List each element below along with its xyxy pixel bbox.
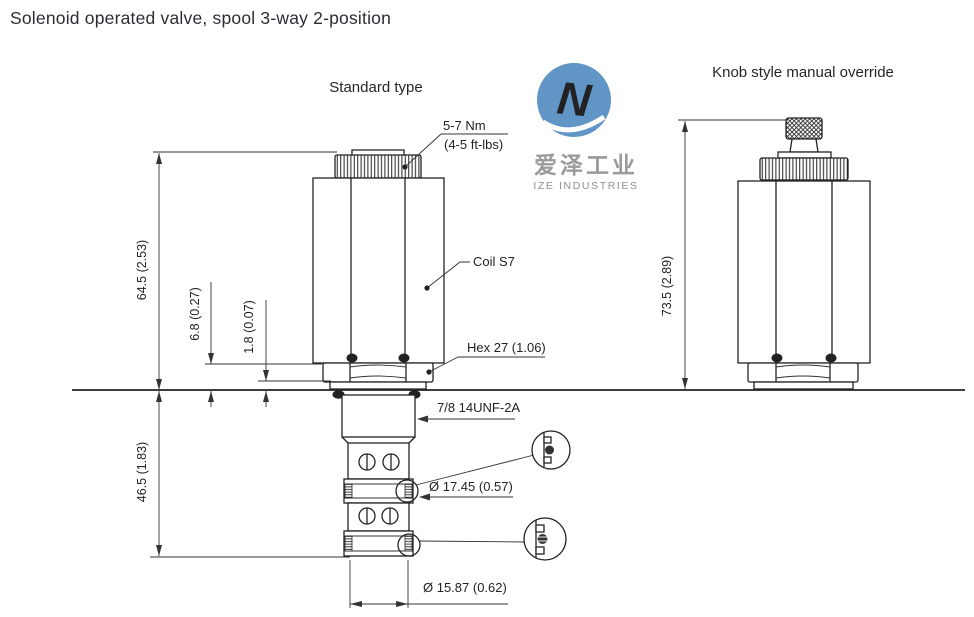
- dim68-arrow-up: [208, 391, 214, 402]
- seal-diameter-label: Ø 17.45 (0.57): [429, 479, 513, 494]
- groove2-right-hatch: [404, 535, 413, 552]
- seal-band-1: [343, 478, 414, 504]
- coil-leader: [426, 261, 470, 289]
- dim46-arrow-up: [156, 391, 162, 402]
- coil-leader-dot: [424, 285, 430, 291]
- dimension-spacer-height: 1.8 (0.07): [242, 300, 331, 407]
- coil-label: Coil S7: [473, 254, 515, 269]
- nose-arrow-left: [350, 601, 362, 607]
- detail1-notch-top: [543, 436, 552, 444]
- chamfer-right: [408, 436, 416, 444]
- logo-english-text: IZE INDUSTRIES: [533, 180, 638, 192]
- coil-body: [312, 177, 445, 364]
- ize-logo: N 爱泽工业 IZE INDUSTRIES: [533, 63, 638, 192]
- dim68-label: 6.8 (0.27): [188, 287, 202, 341]
- dim64-arrow-down: [156, 379, 162, 390]
- spacer-band: [329, 381, 427, 390]
- dim73-arrow-down: [682, 378, 688, 389]
- dimension-overall-height: 64.5 (2.53): [135, 151, 337, 390]
- callout-seal-diameter: Ø 17.45 (0.57): [419, 479, 513, 501]
- hex-label: Hex 27 (1.06): [467, 340, 546, 355]
- logo-chinese-text: 爱泽工业: [534, 152, 638, 178]
- detail1-notch-bottom: [543, 456, 552, 464]
- tube-nut: [334, 154, 422, 179]
- dim46-arrow-down: [156, 545, 162, 556]
- dim64-arrow-up: [156, 153, 162, 164]
- hex-leader-dot: [426, 369, 432, 375]
- override-knob: [785, 117, 823, 140]
- balloon-seal-1: [395, 479, 419, 503]
- dim73-label: 73.5 (2.89): [660, 256, 674, 316]
- knob-hex-nut: [747, 362, 859, 383]
- seal-detail-1: [415, 430, 571, 486]
- nose-arrow-right: [396, 601, 408, 607]
- groove2-left-hatch: [344, 535, 353, 552]
- groove1-right-hatch: [404, 483, 413, 499]
- logo-circle: [537, 63, 611, 137]
- knob-valve-view: [737, 117, 871, 390]
- torque-label-line1: 5-7 Nm: [443, 118, 486, 133]
- dimension-knob-height: 73.5 (2.89): [660, 119, 788, 389]
- torque-leader-dot: [402, 164, 408, 170]
- hex-arc-bottom: [349, 375, 407, 379]
- detail1-oring: [545, 445, 554, 455]
- knob-hex-arc-bottom: [775, 375, 831, 379]
- hex-nut: [322, 362, 434, 383]
- callout-coil: Coil S7: [424, 254, 515, 291]
- detail2-leader: [418, 540, 525, 543]
- callout-hex: Hex 27 (1.06): [426, 340, 546, 375]
- knob-stem: [789, 138, 819, 153]
- port-section-1: [347, 442, 410, 480]
- knob-spacer-band: [753, 381, 854, 390]
- knob-flange: [777, 151, 832, 159]
- dim18-arrow-up: [263, 391, 269, 402]
- dimension-hex-height: 6.8 (0.27): [188, 282, 322, 407]
- dim18-label: 1.8 (0.07): [242, 300, 256, 354]
- callout-torque: 5-7 Nm (4-5 ft-lbs): [402, 118, 508, 170]
- dim18-arrow-down: [263, 370, 269, 381]
- logo-glyph: N: [555, 71, 594, 126]
- knob-hex-arc-top: [775, 364, 831, 368]
- callout-thread: 7/8 14UNF-2A: [417, 400, 520, 423]
- thread-arrow: [417, 415, 428, 423]
- detail1-leader: [415, 454, 535, 486]
- seal-detail-2: [418, 517, 567, 561]
- dim64-label: 64.5 (2.53): [135, 240, 149, 300]
- tube-nut-cap: [351, 149, 405, 155]
- dim73-arrow-up: [682, 121, 688, 132]
- knob-coil-body: [737, 180, 871, 364]
- seal-diameter-arrow: [419, 493, 430, 501]
- page-title: Solenoid operated valve, spool 3-way 2-p…: [10, 8, 391, 28]
- callout-nose-diameter: Ø 15.87 (0.62): [349, 560, 508, 608]
- hex-leader: [428, 356, 459, 373]
- detail2-oring: [537, 534, 548, 544]
- dim68-arrow-down: [208, 353, 214, 364]
- thread-section: [341, 394, 416, 438]
- knob-oring-bottom-left: [771, 353, 783, 363]
- knob-view-label: Knob style manual override: [712, 64, 894, 81]
- standard-view-label: Standard type: [329, 79, 422, 96]
- logo-swoosh-gap: [541, 114, 606, 133]
- standard-valve-view: [312, 149, 445, 557]
- oring-coil-bottom-left: [346, 353, 358, 363]
- dimension-cartridge-depth: 46.5 (1.83): [135, 391, 350, 558]
- seal-band-2: [343, 530, 414, 557]
- knob-oring-bottom-right: [825, 353, 837, 363]
- chamfer-left: [341, 436, 349, 444]
- balloon-seal-2: [397, 533, 421, 557]
- port-section-2: [347, 502, 410, 532]
- nose-diameter-label: Ø 15.87 (0.62): [423, 580, 507, 595]
- oring-coil-bottom-right: [398, 353, 410, 363]
- torque-leader: [404, 133, 442, 168]
- dim46-label: 46.5 (1.83): [135, 442, 149, 502]
- detail2-notch-top: [535, 524, 545, 533]
- hex-arc-top: [349, 364, 407, 368]
- detail2-notch-bottom: [535, 546, 545, 555]
- torque-label-line2: (4-5 ft-lbs): [444, 137, 503, 152]
- thread-label: 7/8 14UNF-2A: [437, 400, 520, 415]
- groove1-left-hatch: [344, 483, 353, 499]
- knob-tube-nut: [759, 157, 849, 181]
